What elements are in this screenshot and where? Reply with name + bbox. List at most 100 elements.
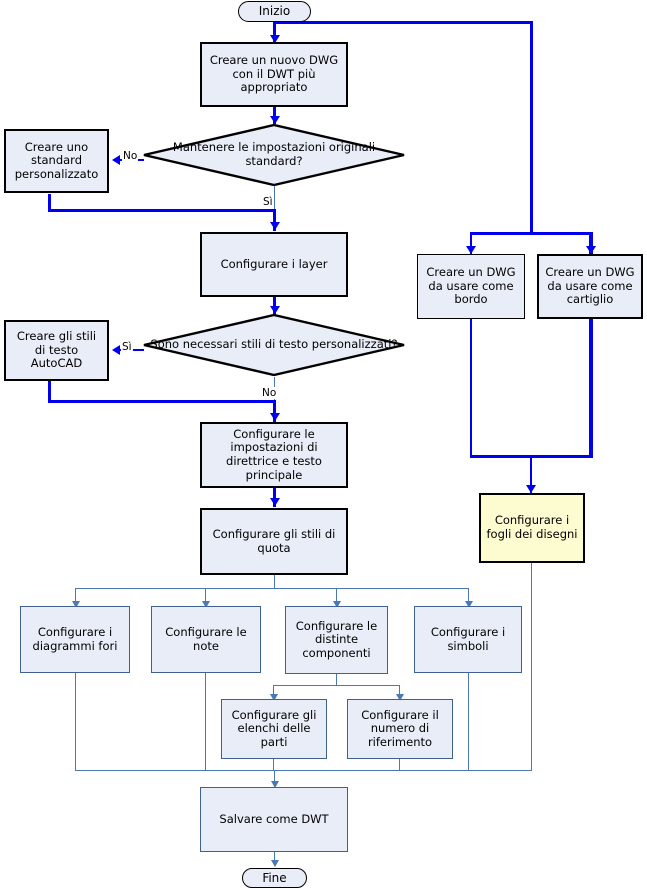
edge-start-to-right-branch-h: [274, 21, 533, 24]
edge-keep-standard-yes: [274, 186, 275, 211]
edge-bom-subbus: [273, 685, 400, 686]
edge-label-keep-standard-yes: Sì: [262, 196, 274, 208]
arrowhead-text-styles-decision: [269, 306, 280, 314]
node-config-sheets-label: Configurare i fogli dei disegni: [486, 513, 578, 541]
arrowhead-symbols: [464, 601, 473, 608]
edge-bus-to-dwg-titleblock: [589, 232, 593, 254]
node-custom-standard-label: Creare uno standard personalizzato: [14, 139, 99, 181]
node-create-text-styles-label: Creare gli stili di testo AutoCAD: [16, 329, 97, 371]
node-config-layer-label: Configurare i layer: [220, 256, 328, 271]
edge-dim-fanout-bus: [75, 588, 469, 589]
edge-to-config-leader: [273, 400, 276, 422]
arrowhead-create-dwg: [269, 35, 280, 43]
node-end[interactable]: Fine: [242, 868, 307, 888]
node-save-dwt[interactable]: Salvare come DWT: [200, 787, 348, 852]
edge-label-text-styles-yes: Sì: [121, 341, 133, 353]
node-create-dwg[interactable]: Creare un nuovo DWG con il DWT più appro…: [200, 42, 348, 107]
node-dwg-border-label: Creare un DWG da usare come bordo: [426, 265, 516, 307]
arrowhead-config-dim-styles: [269, 498, 280, 506]
node-dwg-titleblock[interactable]: Creare un DWG da usare come cartiglio: [537, 254, 643, 319]
node-config-balloon-label: Configurare il numero di riferimento: [361, 707, 439, 749]
arrowhead-bom: [332, 601, 341, 608]
node-create-dwg-label: Creare un nuovo DWG con il DWT più appro…: [209, 53, 339, 95]
node-dwg-titleblock-label: Creare un DWG da usare come cartiglio: [545, 265, 635, 307]
arrowhead-config-layer: [269, 222, 280, 230]
arrowhead-dwg-border: [466, 246, 476, 254]
node-config-bom[interactable]: Configurare le distinte componenti: [285, 606, 388, 674]
node-config-sheets[interactable]: Configurare i fogli dei disegni: [479, 493, 585, 563]
edge-notes-down: [205, 673, 206, 771]
node-keep-standard[interactable]: Mantenere le impostazioni originali stan…: [143, 124, 405, 186]
arrowhead-config-sheets: [526, 485, 536, 493]
edge-start-to-create-dwg: [273, 21, 276, 43]
node-config-parts-lists[interactable]: Configurare gli elenchi delle parti: [221, 699, 327, 759]
arrowhead-hole-charts: [71, 601, 80, 608]
edge-fanout-to-symbols: [468, 588, 469, 606]
arrowhead-balloon: [395, 694, 404, 701]
edge-merge-to-save-dwt: [274, 770, 275, 787]
edge-fanout-to-notes: [205, 588, 206, 606]
edge-dwg-border-down: [470, 319, 472, 458]
node-config-bom-label: Configurare le distinte componenti: [295, 618, 378, 660]
edge-dim-fanout-stem: [274, 575, 275, 589]
arrowhead-notes: [201, 601, 210, 608]
node-config-balloon[interactable]: Configurare il numero di riferimento: [347, 699, 453, 759]
node-config-symbols[interactable]: Configurare i simboli: [414, 606, 522, 673]
edge-right-branch-bus: [470, 232, 593, 235]
edge-label-keep-standard-no: No: [122, 150, 139, 162]
decision-shape: [143, 314, 405, 376]
edge-sub-to-balloon: [399, 685, 400, 699]
node-custom-standard[interactable]: Creare uno standard personalizzato: [4, 129, 109, 193]
arrowhead-parts-lists: [269, 694, 278, 701]
node-start-label: Inizio: [258, 4, 291, 19]
edge-balloon-down: [399, 759, 400, 771]
edge-create-text-styles-down: [48, 381, 51, 402]
edge-bottom-merge-bus: [75, 770, 532, 771]
edge-custom-standard-down: [48, 194, 51, 211]
edge-leader-to-dim: [273, 488, 276, 507]
arrowhead-dwg-titleblock: [586, 246, 596, 254]
node-text-styles-needed-label: Sono necessari stili di testo personaliz…: [150, 337, 398, 352]
edge-bus-to-dwg-border: [470, 232, 472, 254]
edge-fanout-to-bom: [336, 588, 337, 606]
node-config-leader-label: Configurare le impostazioni di direttric…: [226, 426, 322, 482]
edge-create-text-styles-right: [48, 400, 276, 403]
node-create-text-styles[interactable]: Creare gli stili di testo AutoCAD: [4, 320, 109, 381]
node-config-parts-lists-label: Configurare gli elenchi delle parti: [231, 707, 317, 749]
edge-sub-to-parts-lists: [273, 685, 274, 699]
node-save-dwt-label: Salvare come DWT: [219, 811, 329, 826]
node-config-dim-styles[interactable]: Configurare gli stili di quota: [200, 508, 348, 575]
arrowhead-save-dwt: [270, 781, 279, 788]
node-keep-standard-label: Mantenere le impostazioni originali stan…: [172, 140, 376, 168]
edge-create-dwg-to-decision: [273, 107, 276, 124]
edge-merge-to-sheets: [530, 455, 532, 493]
edge-bom-substem: [336, 674, 337, 686]
edge-to-config-layer: [273, 209, 276, 231]
edge-custom-standard-right: [48, 209, 276, 212]
edge-start-to-right-branch-v: [530, 21, 533, 234]
node-config-notes[interactable]: Configurare le note: [151, 606, 261, 673]
arrowhead-config-leader: [269, 413, 280, 421]
node-config-layer[interactable]: Configurare i layer: [200, 232, 348, 297]
node-config-hole-charts[interactable]: Configurare i diagrammi fori: [20, 606, 130, 673]
node-config-leader[interactable]: Configurare le impostazioni di direttric…: [200, 422, 348, 488]
node-dwg-border[interactable]: Creare un DWG da usare come bordo: [417, 254, 525, 319]
edge-fanout-to-hole-charts: [75, 588, 76, 606]
node-config-hole-charts-label: Configurare i diagrammi fori: [32, 624, 118, 653]
node-config-symbols-label: Configurare i simboli: [430, 624, 506, 653]
arrowhead-create-text-styles: [112, 345, 120, 355]
node-end-label: Fine: [262, 870, 287, 885]
edge-dwg-titleblock-down: [589, 319, 593, 458]
edge-sheets-down: [531, 563, 532, 771]
edge-hole-charts-down: [75, 673, 76, 771]
arrowhead-keep-standard: [269, 116, 280, 124]
arrowhead-custom-standard: [112, 155, 120, 165]
node-text-styles-needed[interactable]: Sono necessari stili di testo personaliz…: [143, 314, 405, 376]
node-config-dim-styles-label: Configurare gli stili di quota: [212, 526, 336, 555]
arrowhead-end: [270, 860, 279, 867]
node-start[interactable]: Inizio: [238, 1, 311, 22]
node-config-notes-label: Configurare le note: [165, 624, 247, 653]
edge-symbols-down: [468, 673, 469, 771]
edge-parts-lists-down: [273, 759, 274, 771]
